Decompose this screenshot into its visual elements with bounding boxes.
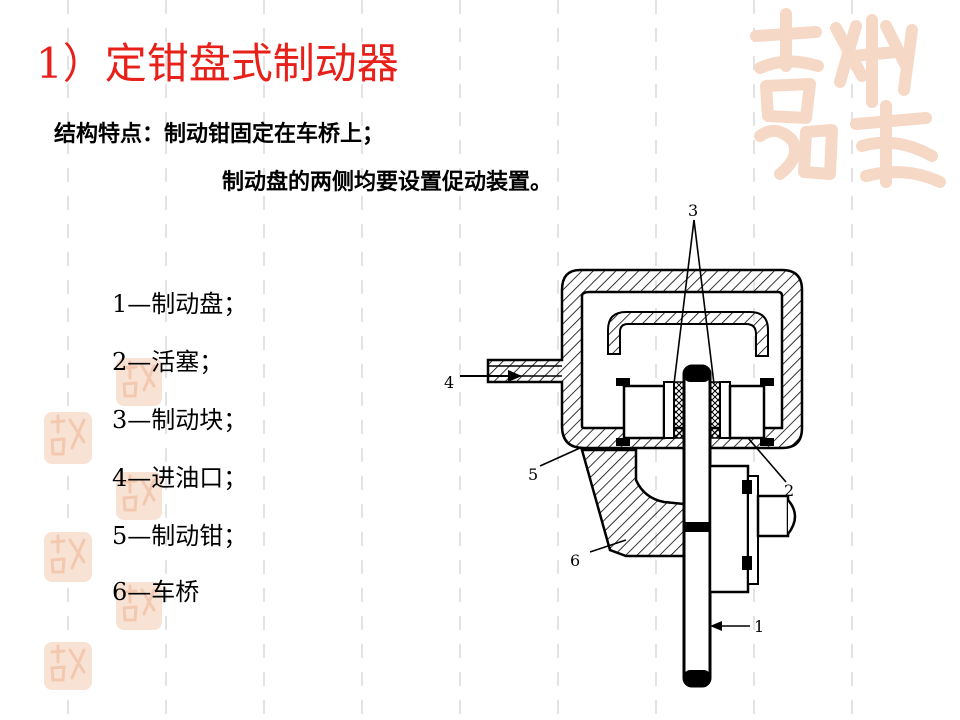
callout-1: 1 [754,617,764,636]
auspicious-seal-icon [116,358,162,406]
legend-item-oil-inlet: 4—进油口； [112,464,248,492]
auspicious-seal-icon [44,642,92,690]
legend-item-brake-caliper: 5—制动钳； [112,522,248,550]
callout-5: 5 [528,465,538,484]
slide-title: 1）定钳盘式制动器 [36,39,399,88]
structure-feature-line-1: 结构特点：制动钳固定在车桥上； [54,122,385,147]
caliper-inner-channel [607,311,769,357]
hub-flange [708,464,750,594]
callout-2: 2 [784,481,794,500]
legend-item-piston: 2—活塞； [112,348,224,376]
callout-4: 4 [444,373,454,392]
right-brake-pad [719,381,731,439]
auspicious-seal-icon [44,532,92,582]
auspicious-seal-icon [116,582,162,630]
legend-item-brake-disc: 1—制动盘； [112,290,248,318]
auspicious-seal-icon [116,472,162,520]
left-piston [622,384,666,440]
caliper-body [486,268,804,450]
right-piston [728,384,766,440]
axle-bracket [580,448,686,558]
structure-feature-line-2: 制动盘的两侧均要设置促动装置。 [222,170,553,195]
legend-item-axle: 6—车桥 [112,578,200,606]
callout-6: 6 [570,551,580,570]
fixed-caliper-disc-brake-diagram: 3 4 5 2 6 1 [444,201,804,688]
left-brake-pad [663,381,675,439]
legend-item-brake-pad: 3—制动块； [112,406,248,434]
auspicious-seal-icon [750,8,946,188]
callout-3: 3 [688,201,698,220]
auspicious-seal-icon [44,412,92,464]
